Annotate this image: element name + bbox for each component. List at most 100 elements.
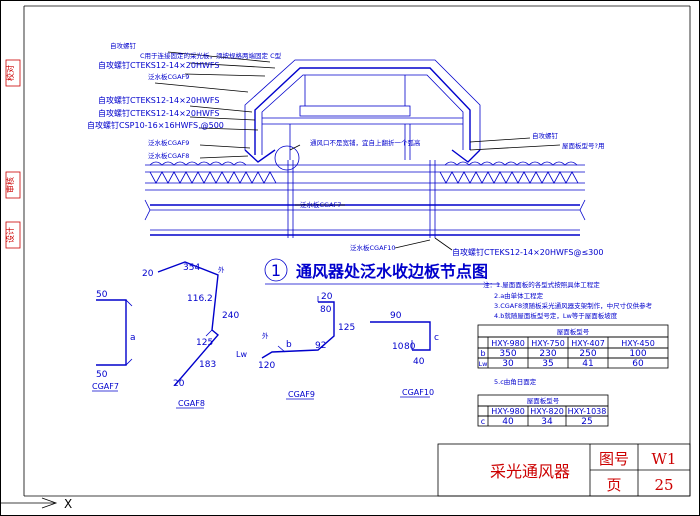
svg-text:10: 10: [392, 342, 404, 352]
svg-text:354: 354: [183, 263, 200, 273]
title-block: [437, 443, 691, 497]
callout-screw-1: 自攻螺钉CTEKS12-14×20HWFS: [98, 60, 219, 70]
table-2-rows: c 40 34 25: [481, 417, 593, 427]
svg-text:125: 125: [196, 338, 213, 348]
svg-text:90: 90: [390, 311, 402, 321]
axis-x-label: X: [64, 497, 72, 511]
svg-text:50: 50: [96, 370, 108, 380]
profile-cgaf7: 50 a 50 CGAF7: [92, 290, 136, 392]
svg-text:40: 40: [502, 417, 514, 427]
svg-text:HXY-1038: HXY-1038: [568, 407, 607, 416]
svg-text:Lw: Lw: [236, 350, 247, 359]
svg-text:c: c: [481, 417, 485, 426]
svg-text:HXY-980: HXY-980: [491, 339, 525, 348]
svg-text:40: 40: [413, 357, 425, 367]
svg-text:41: 41: [582, 359, 593, 369]
callout-flash-cgaf10: 泛水板CGAF10: [350, 243, 396, 252]
svg-text:80: 80: [404, 342, 416, 352]
svg-text:b: b: [480, 349, 485, 358]
profile-cgaf10: 90 10 80 c 40 CGAF10: [370, 311, 439, 398]
svg-text:100: 100: [629, 349, 646, 359]
axis-indicator: X: [0, 497, 72, 511]
callout-panel-note: C用于连接固定的采光板，须按规格两端固定 C型: [140, 51, 282, 60]
note-2: 2.a由单体工程定: [494, 291, 544, 300]
profile-label-cgaf8: CGAF8: [178, 399, 205, 408]
svg-text:120: 120: [258, 361, 275, 371]
note-3: 3.CGAF8须随板采光通风器支架制作，中尺寸仅供参考: [494, 301, 653, 310]
roof-section: [144, 51, 586, 251]
notes: 注：1.屋面面板的各型式按照具体工程定 2.a由单体工程定 3.CGAF8须随板…: [483, 280, 653, 386]
svg-text:Lw: Lw: [479, 360, 489, 368]
svg-text:a: a: [130, 333, 136, 343]
title-block-drawing-no: W1: [652, 450, 677, 468]
table-1-rows: b 350 230 250 100 Lw 30 35 41 60: [479, 349, 647, 369]
svg-text:183: 183: [199, 360, 216, 370]
title-block-page-label: 页: [606, 476, 621, 494]
svg-text:116.2: 116.2: [187, 294, 213, 304]
side-label-review: 审核: [5, 177, 15, 193]
svg-text:20: 20: [321, 292, 333, 302]
profile-cgaf9: 20 80 125 92 b 外 Lw 120 CGAF9: [236, 292, 355, 400]
side-sign-boxes: 校对 审核 设计: [5, 59, 21, 249]
drawing-title: 通风器处泛水收边板节点图: [296, 262, 488, 281]
svg-text:240: 240: [222, 311, 239, 321]
insulation-zigzag: [149, 171, 277, 184]
table-2-headers: HXY-980 HXY-820 HXY-1038: [491, 407, 606, 416]
svg-text:60: 60: [632, 359, 644, 369]
table-2: [477, 394, 609, 427]
svg-text:HXY-980: HXY-980: [491, 407, 525, 416]
svg-text:125: 125: [338, 323, 355, 333]
note-5: 5.c由角日面定: [494, 377, 537, 386]
table-1: [477, 324, 669, 369]
svg-text:外: 外: [218, 265, 225, 274]
svg-text:b: b: [286, 340, 292, 350]
profile-label-cgaf9: CGAF9: [288, 390, 315, 399]
table-1-headers: HXY-980 HXY-750 HXY-407 HXY-450: [491, 339, 655, 348]
svg-text:HXY-450: HXY-450: [621, 339, 655, 348]
svg-text:30: 30: [502, 359, 514, 369]
svg-text:350: 350: [499, 349, 516, 359]
profile-cgaf8: 20 354 外 116.2 240 125 183 20 CGAF8: [142, 261, 239, 409]
callout-screw-top: 自攻螺钉: [110, 41, 137, 50]
svg-text:80: 80: [320, 305, 332, 315]
title-block-drawing-label: 图号: [599, 450, 629, 468]
table-2-title: 屋面板型号: [527, 396, 560, 405]
svg-text:20: 20: [142, 269, 154, 279]
detail-circle: [274, 145, 300, 171]
side-label-design: 设计: [5, 227, 15, 243]
side-label-check: 校对: [5, 65, 15, 81]
title-block-page-no: 25: [654, 476, 673, 494]
svg-text:20: 20: [173, 379, 185, 389]
callouts: 自攻螺钉 C用于连接固定的采光板，须按规格两端固定 C型 自攻螺钉CTEKS12…: [87, 41, 604, 257]
callout-flash-cgaf9-top: 泛水板CGAF9: [148, 72, 189, 81]
profile-label-cgaf7: CGAF7: [92, 382, 119, 391]
callout-bottom-screw: 自攻螺钉CTEKS12-14×20HWFS@≤300: [452, 247, 603, 257]
ventilator-outline: [254, 67, 471, 155]
callout-right-screw: 自攻螺钉: [532, 131, 559, 140]
table-1-title: 屋面板型号: [557, 327, 590, 336]
title-number-circle: [264, 258, 288, 282]
svg-text:HXY-407: HXY-407: [571, 339, 605, 348]
svg-text:250: 250: [579, 349, 596, 359]
callout-screw-3: 自攻螺钉CTEKS12-14×20HWFS: [98, 108, 219, 118]
svg-text:c: c: [434, 333, 439, 343]
svg-text:外: 外: [262, 331, 269, 340]
svg-text:230: 230: [539, 349, 556, 359]
callout-flash-cgaf8: 泛水板CGAF8: [148, 151, 189, 160]
svg-text:HXY-750: HXY-750: [531, 339, 565, 348]
callout-center-note: 通风口不是宽铺，宜自上翻折一个弧高: [310, 138, 421, 147]
svg-text:50: 50: [96, 290, 108, 300]
note-4: 4.b就随屋面板型号定，Lw等于屋面板坡度: [494, 311, 618, 320]
svg-text:92: 92: [315, 341, 326, 351]
svg-text:35: 35: [542, 359, 553, 369]
svg-text:25: 25: [581, 417, 592, 427]
title-block-name: 采光通风器: [490, 462, 570, 481]
title-number: 1: [271, 261, 281, 280]
callout-flash-cgaf7: 泛水板CGAF7: [300, 200, 341, 209]
callout-screw-2: 自攻螺钉CTEKS12-14×20HWFS: [98, 95, 219, 105]
svg-text:HXY-820: HXY-820: [530, 407, 564, 416]
svg-text:34: 34: [541, 417, 553, 427]
profile-label-cgaf10: CGAF10: [402, 388, 434, 397]
